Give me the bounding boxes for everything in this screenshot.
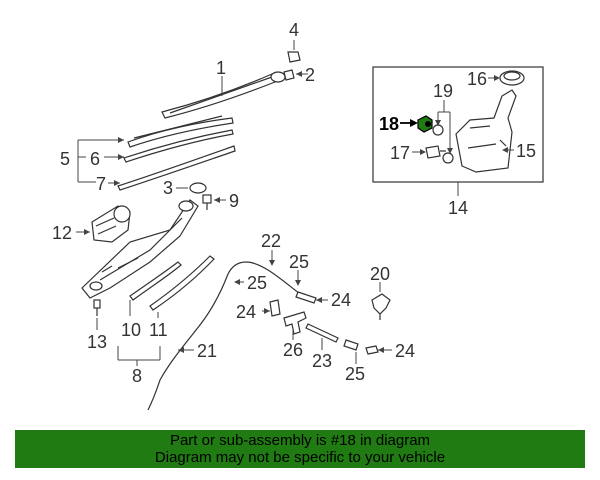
- banner-line-part: Part or sub-assembly is #18 in diagram: [169, 432, 431, 449]
- info-banner: Part or sub-assembly is #18 in diagram D…: [15, 430, 585, 468]
- callout-17: 17: [390, 143, 410, 163]
- wiper-arm: [161, 71, 286, 119]
- connector-24-right: [365, 345, 379, 355]
- callout-25-upper: 25: [289, 252, 309, 272]
- grommet-19: [432, 124, 454, 164]
- washer-nozzle: [371, 293, 391, 320]
- pivot-seal: [189, 182, 207, 194]
- connector-24-left: [269, 299, 281, 317]
- callout-24-right: 24: [395, 341, 415, 361]
- callout-6: 6: [90, 149, 100, 169]
- callout-12: 12: [52, 223, 72, 243]
- callout-11: 11: [149, 320, 168, 340]
- callout-20: 20: [370, 264, 390, 284]
- hose-22: [227, 261, 301, 295]
- callout-1: 1: [216, 58, 226, 78]
- callout-8: 8: [132, 366, 142, 386]
- blade-refill: [123, 129, 234, 163]
- t-connector: [283, 311, 307, 335]
- washer-reservoir: [455, 89, 517, 173]
- hose-23: [305, 323, 339, 343]
- washer-pump: [425, 145, 446, 159]
- blade-assembly-lower: [117, 145, 236, 191]
- callout-21: 21: [197, 341, 217, 361]
- wiper-motor: [91, 205, 131, 243]
- hose-10: [129, 261, 182, 301]
- callout-5: 5: [60, 149, 70, 169]
- callout-7: 7: [96, 174, 106, 194]
- hose-joint: [295, 291, 317, 304]
- arm-cap: [283, 69, 295, 81]
- callout-25-lower: 25: [345, 364, 365, 384]
- callout-24-left: 24: [236, 302, 256, 322]
- hose-11: [149, 255, 215, 311]
- callout-4: 4: [289, 20, 299, 40]
- callout-3: 3: [163, 178, 173, 198]
- callout-9: 9: [229, 191, 239, 211]
- callout-25-left: 25: [247, 273, 267, 293]
- pivot-bolt: [202, 194, 212, 210]
- callout-16: 16: [467, 69, 487, 89]
- wiper-linkage: [81, 199, 199, 299]
- callout-13: 13: [87, 332, 107, 352]
- hose-21: [147, 273, 229, 411]
- reservoir-cap: [499, 70, 525, 86]
- callout-18: 18: [379, 114, 399, 134]
- highlighted-part-18: [417, 115, 433, 133]
- callout-19: 19: [433, 81, 453, 101]
- callout-15: 15: [516, 141, 536, 161]
- callout-10: 10: [121, 320, 141, 340]
- wiper-blade: [127, 115, 234, 148]
- connector-25-right: [343, 339, 359, 351]
- banner-line-disclaimer: Diagram may not be specific to your vehi…: [154, 449, 446, 466]
- callout-14: 14: [448, 198, 468, 218]
- callout-2: 2: [305, 65, 315, 85]
- callout-24-upper: 24: [331, 290, 351, 310]
- callout-22: 22: [261, 231, 281, 251]
- callout-23: 23: [312, 351, 332, 371]
- linkage-bolt: [93, 299, 101, 316]
- parts-diagram: 1 2 3 4 5 6 7 8 9 10 11 12 13 14 15 16 1…: [52, 20, 544, 411]
- arm-nut: [287, 51, 301, 63]
- callout-26: 26: [283, 340, 303, 360]
